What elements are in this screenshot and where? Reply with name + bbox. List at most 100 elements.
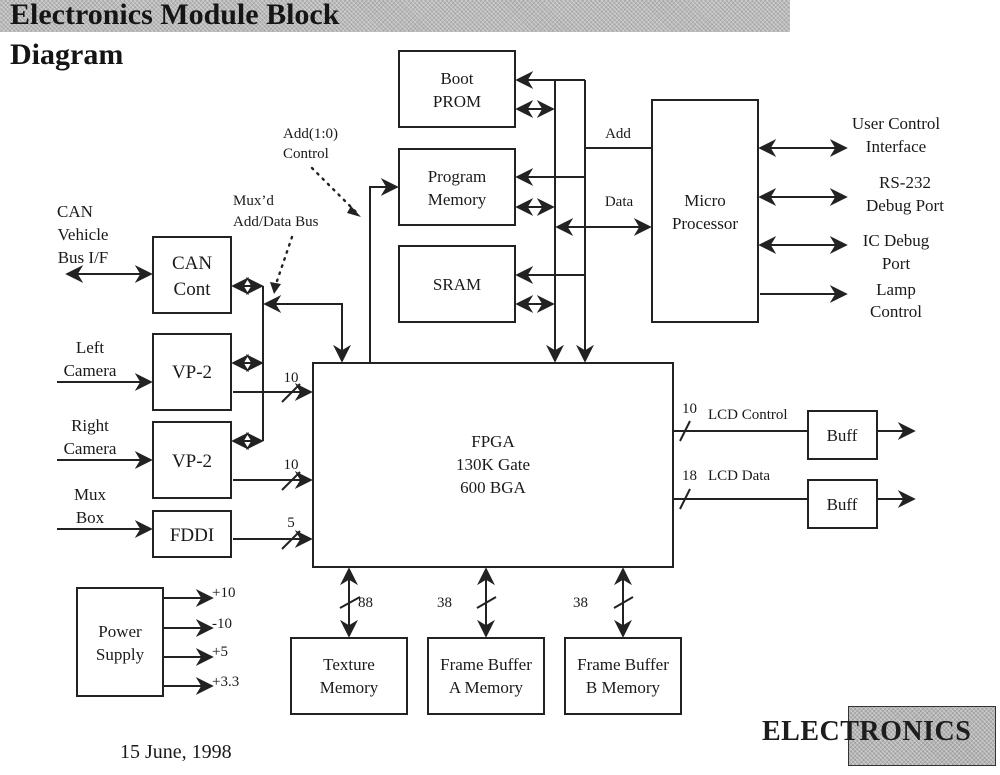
fpga-to-program-memory-arrow	[369, 178, 399, 363]
texture-memory-label-2: Memory	[320, 678, 379, 697]
boot-prom-label-2: PROM	[433, 92, 481, 111]
left-camera-label-1: Left	[76, 338, 105, 357]
user-control-label-2: Interface	[866, 137, 926, 156]
can-controller-block: CAN Cont	[152, 236, 232, 314]
left-camera-label-2: Camera	[64, 361, 117, 380]
muxd-bus-pointer-head	[270, 282, 281, 294]
bus-width-slash	[613, 596, 634, 609]
power-supply-label-2: Supply	[96, 645, 145, 664]
vp2-left-block: VP-2	[152, 333, 232, 411]
frame-b-width-label: 38	[573, 595, 588, 611]
add-control-label-1: Add(1:0)	[283, 126, 338, 142]
can-cont-label-2: Cont	[174, 279, 212, 300]
vp2-right-width-label: 10	[284, 457, 299, 473]
vp2-right-block: VP-2	[152, 421, 232, 499]
power-supply-block: Power Supply	[76, 587, 164, 697]
fddi-width-label: 5	[287, 515, 295, 531]
user-control-label-1: User Control	[852, 114, 941, 133]
vp2-right-label: VP-2	[172, 451, 212, 472]
ic-debug-label-1: IC Debug	[863, 231, 930, 250]
texture-width-label: 88	[358, 595, 373, 611]
add-control-pointer	[310, 166, 358, 214]
frame-buffer-a-block: Frame Buffer A Memory	[427, 637, 545, 715]
rs232-label-1: RS-232	[879, 173, 931, 192]
mux-box-label-2: Box	[76, 508, 105, 527]
frame-buffer-b-block: Frame Buffer B Memory	[564, 637, 682, 715]
lcd-control-label: LCD Control	[708, 407, 788, 423]
muxd-bus-label-2: Add/Data Bus	[233, 214, 319, 230]
sram-label: SRAM	[433, 275, 481, 294]
page-title: Electronics Module Block	[10, 0, 340, 31]
right-camera-label-1: Right	[71, 416, 109, 435]
boot-prom-block: Boot PROM	[398, 50, 516, 128]
fpga-block: FPGA 130K Gate 600 BGA	[312, 362, 674, 568]
micro-io: User Control Interface RS-232 Debug Port…	[758, 114, 944, 321]
micro-processor-label-2: Processor	[672, 214, 738, 233]
texture-memory-label-1: Texture	[323, 655, 375, 674]
power-rail-label: +10	[212, 585, 235, 601]
lcd-data-path: 18 LCD Data	[673, 468, 916, 510]
electronics-logo: ELECTRONICS	[762, 716, 972, 747]
add-bus-label: Add	[605, 126, 631, 142]
micro-processor-block: Micro Processor	[651, 99, 759, 323]
lcd-control-buffer-block: Buff	[807, 410, 878, 460]
bus-width-slash	[679, 488, 691, 510]
can-cont-label-1: CAN	[172, 253, 212, 274]
vp2-right-to-fpga: 10	[233, 457, 313, 491]
lcd-data-width-label: 18	[682, 468, 697, 484]
fddi-to-fpga: 5	[233, 515, 313, 550]
page-title-continued: Diagram	[10, 38, 124, 71]
program-memory-label-1: Program	[428, 167, 487, 186]
rs232-label-2: Debug Port	[866, 196, 944, 215]
power-supply-label-1: Power	[98, 622, 142, 641]
bus-width-slash	[339, 596, 361, 609]
lamp-control-label-2: Control	[870, 302, 922, 321]
bus-width-slash	[281, 383, 301, 403]
fpga-frame-b-link: 38	[573, 567, 634, 638]
vp2-left-width-label: 10	[284, 370, 299, 386]
right-camera-label-2: Camera	[64, 439, 117, 458]
power-rails: +10 -10 +5 +3.3	[163, 585, 239, 695]
frame-buffer-a-label-2: A Memory	[449, 678, 524, 697]
lcd-data-label: LCD Data	[708, 468, 770, 484]
lcd-control-width-label: 10	[682, 401, 697, 417]
boot-prom-label-1: Boot	[440, 69, 473, 88]
fpga-muxd-bus-arrow	[263, 295, 351, 363]
lcd-control-path: 10 LCD Control	[673, 401, 916, 442]
title-banner	[0, 0, 790, 32]
power-rail-label: +3.3	[212, 674, 239, 690]
mux-box-label-1: Mux	[74, 485, 107, 504]
power-rail-label: -10	[212, 616, 232, 632]
fpga-label-3: 600 BGA	[460, 478, 526, 497]
muxd-bus-label-1: Mux’d	[233, 193, 274, 209]
add-control-label-2: Control	[283, 146, 329, 162]
vp2-left-label: VP-2	[172, 362, 212, 383]
muxd-bus	[231, 277, 351, 450]
bus-width-slash	[281, 530, 301, 550]
bus-width-slash	[476, 596, 497, 609]
program-memory-block: Program Memory	[398, 148, 516, 226]
fpga-texture-link: 88	[339, 567, 373, 638]
fpga-label-2: 130K Gate	[456, 455, 530, 474]
buff-data-label: Buff	[827, 495, 858, 514]
bus-width-slash	[281, 471, 301, 491]
frame-a-width-label: 38	[437, 595, 452, 611]
frame-buffer-a-label-1: Frame Buffer	[440, 655, 532, 674]
vp2-left-to-fpga: 10	[233, 370, 313, 403]
frame-buffer-b-label-2: B Memory	[586, 678, 661, 697]
add-control-pointer-head	[347, 206, 361, 217]
muxd-bus-pointer	[274, 235, 294, 286]
fpga-label-1: FPGA	[471, 432, 515, 451]
data-bus-label: Data	[605, 194, 634, 210]
fpga-frame-a-link: 38	[437, 567, 497, 638]
lcd-data-buffer-block: Buff	[807, 479, 878, 529]
sram-block: SRAM	[398, 245, 516, 323]
fddi-block: FDDI	[152, 510, 232, 558]
document-date: 15 June, 1998	[120, 741, 232, 763]
processor-bus: Add Data	[515, 71, 652, 363]
power-rail-label: +5	[212, 644, 228, 660]
micro-processor-label-1: Micro	[684, 191, 726, 210]
bus-width-slash	[679, 420, 691, 442]
can-vehicle-label-1: CAN	[57, 202, 93, 221]
